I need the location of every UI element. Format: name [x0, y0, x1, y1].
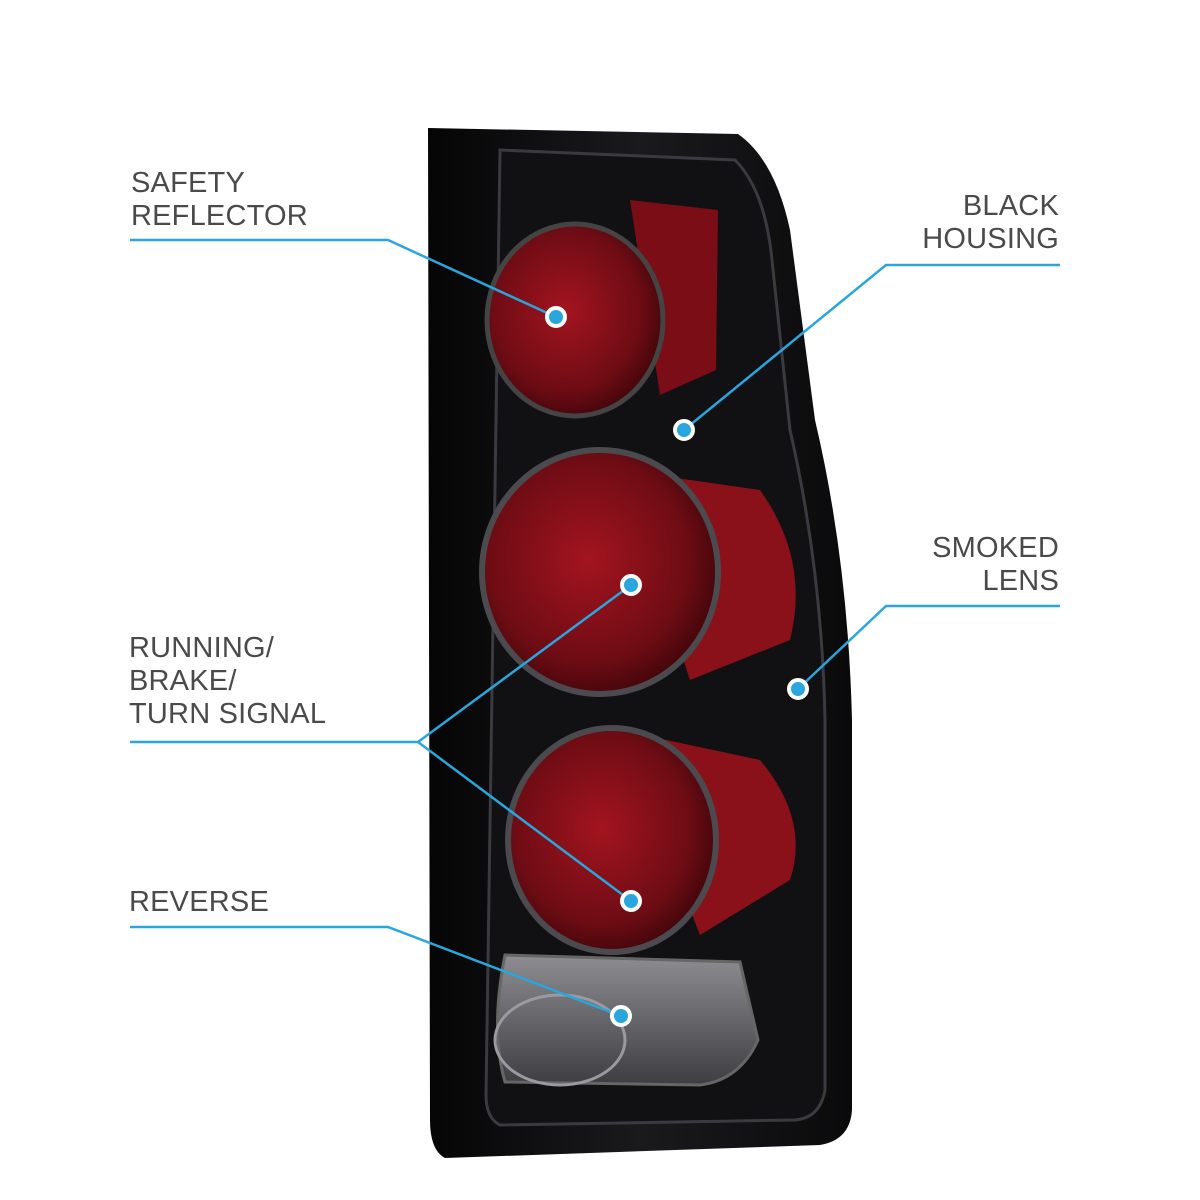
label-line: LENS — [982, 565, 1059, 597]
callout-dot — [787, 678, 809, 700]
label-black-housing: BLACK HOUSING — [922, 190, 1059, 256]
label-line: REVERSE — [129, 886, 269, 918]
callout-dots — [545, 306, 809, 1027]
label-line: SAFETY — [131, 167, 245, 199]
callout-dot — [620, 890, 642, 912]
callout-line-safety-reflector — [130, 238, 557, 319]
label-line: REFLECTOR — [131, 200, 308, 232]
reverse-bulb-ring — [493, 993, 627, 1087]
callout-line-turn — [417, 740, 632, 903]
callout-lines — [130, 238, 1060, 1018]
label-line: HOUSING — [922, 223, 1059, 255]
label-line: TURN SIGNAL — [129, 698, 327, 730]
label-reverse: REVERSE — [129, 886, 269, 919]
callout-line-black-housing — [683, 263, 1060, 431]
callout-dot — [673, 419, 695, 441]
callout-line-smoked-lens — [797, 604, 1060, 690]
upper-lamp-lens — [479, 447, 721, 697]
callout-dot — [545, 306, 567, 328]
callout-line-reverse — [130, 925, 622, 1018]
label-line: BLACK — [962, 190, 1059, 222]
label-smoked-lens: SMOKED LENS — [932, 532, 1059, 598]
label-line: BRAKE/ — [129, 665, 237, 697]
label-running-brake-turn: RUNNING/ BRAKE/ TURN SIGNAL — [129, 632, 326, 731]
reflector-side — [630, 200, 718, 395]
callout-dot — [610, 1005, 632, 1027]
callout-dot — [620, 574, 642, 596]
label-safety-reflector: SAFETY REFLECTOR — [131, 167, 308, 233]
lower-lamp-lens — [505, 725, 719, 955]
label-line: RUNNING/ — [129, 632, 274, 664]
reflector-lens — [484, 221, 666, 419]
label-line: SMOKED — [932, 532, 1059, 564]
